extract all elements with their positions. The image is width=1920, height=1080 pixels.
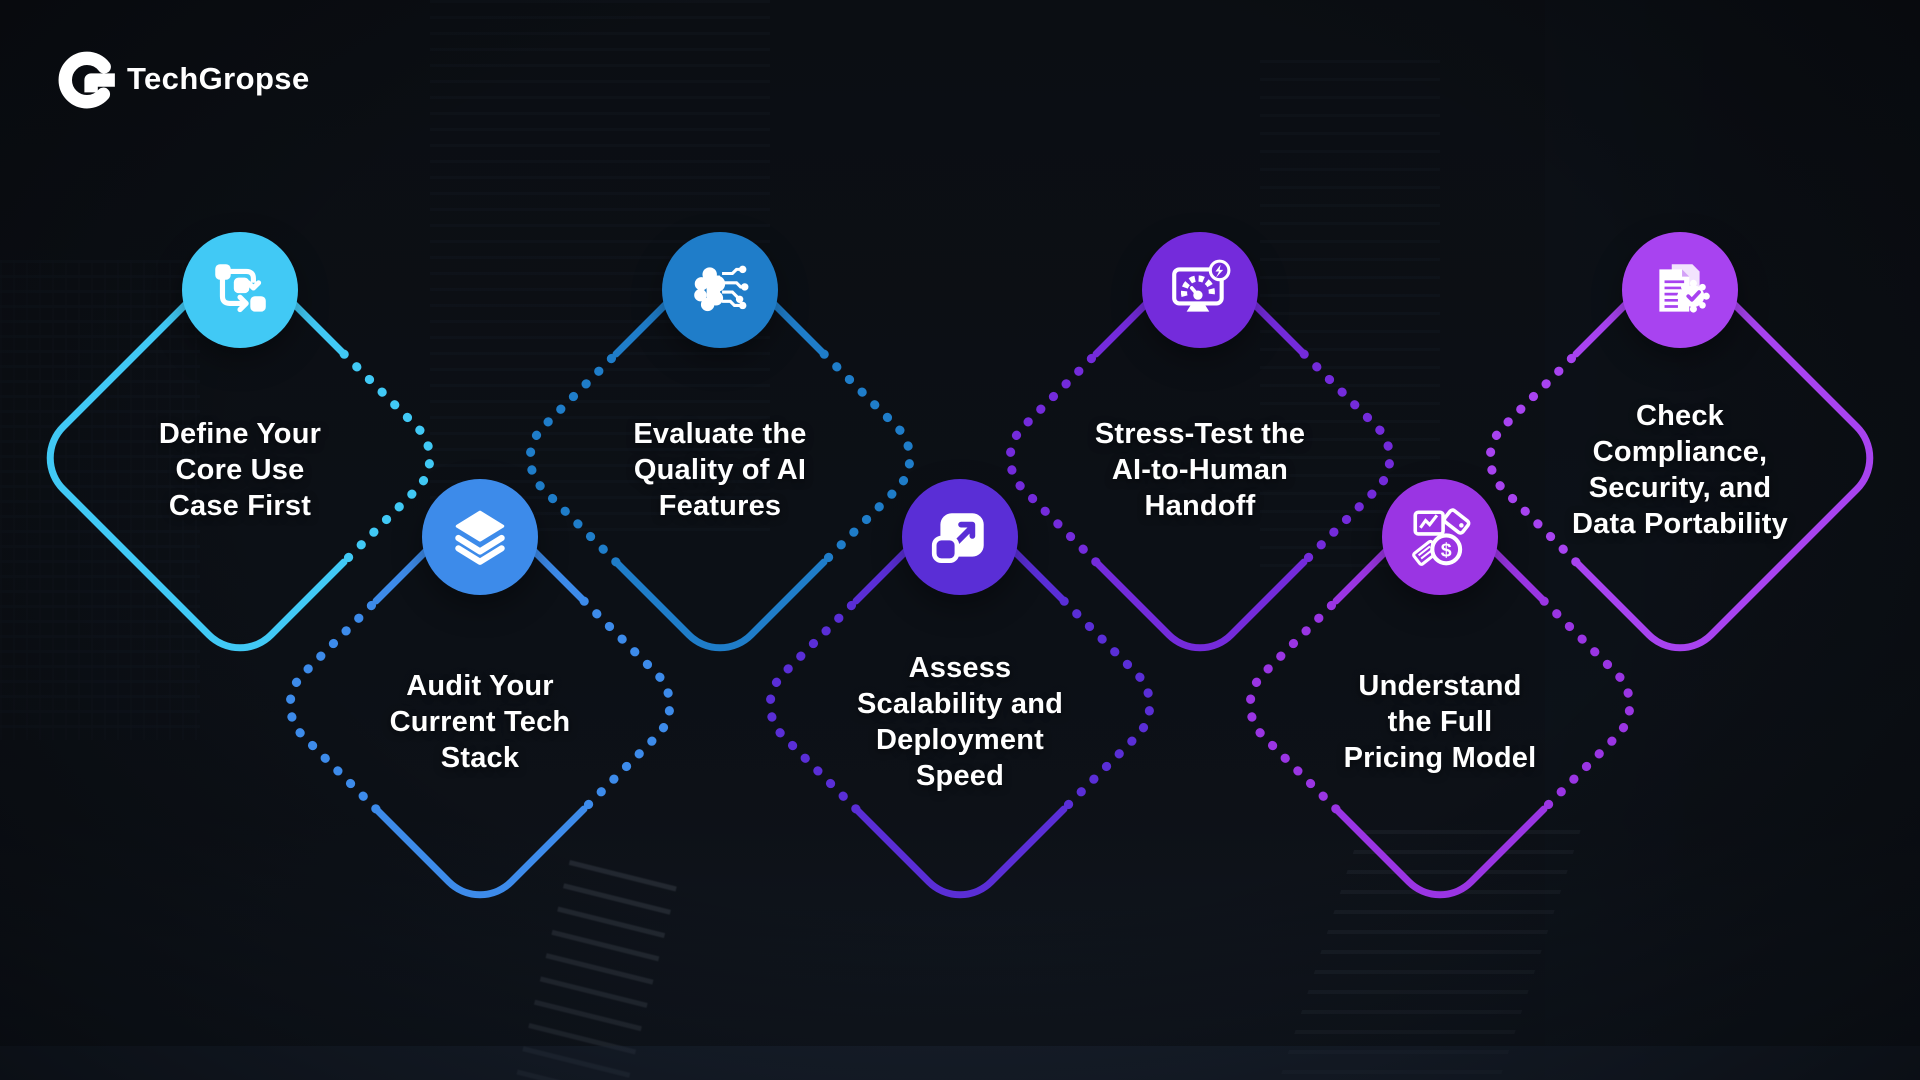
step-label-6: Understand the Full Pricing Model (1343, 670, 1537, 774)
step-diamond-4-dotted-edge (765, 596, 1155, 814)
step-label-1: Define Your Core Use Case First (158, 418, 322, 522)
step-circle-2 (422, 479, 538, 595)
brand-name: TechGropse (127, 61, 310, 96)
step-diamond-2-dotted-edge (285, 596, 675, 814)
step-label-3: Evaluate the Quality of AI Features (633, 418, 807, 522)
step-circle-4 (902, 479, 1018, 595)
step-circle-6: $ (1382, 479, 1498, 595)
scale-expand-icon (931, 513, 984, 564)
svg-text:$: $ (1441, 540, 1452, 562)
step-diamond-3-dotted-edge (525, 349, 915, 567)
step-circle-5 (1142, 232, 1258, 348)
compliance-check-icon (1659, 264, 1710, 313)
step-diamond-1-dotted-edge (339, 349, 435, 567)
step-label-2: Audit Your Current Tech Stack (389, 670, 571, 774)
step-label-4: Assess Scalability and Deployment Speed (856, 652, 1064, 792)
step-circle-7 (1622, 232, 1738, 348)
step-diamond-6-dotted-edge (1245, 596, 1635, 814)
step-label-7: Check Compliance, Security, and Data Por… (1572, 400, 1788, 540)
layers-stack-icon (455, 510, 505, 565)
step-diamond-7-dotted-edge (1485, 349, 1581, 567)
performance-gauge-icon (1172, 259, 1231, 312)
pricing-analysis-icon: $ (1412, 508, 1471, 566)
logo-g-icon (58, 51, 116, 109)
step-circle-1 (182, 232, 298, 348)
step-label-5: Stress-Test the AI-to-Human Handoff (1094, 418, 1306, 522)
ai-brain-icon (694, 265, 749, 312)
brand-logo: TechGropse (57, 48, 310, 110)
step-diamond-5-dotted-edge (1005, 349, 1395, 567)
step-circle-3 (662, 232, 778, 348)
workflow-icon (215, 264, 266, 313)
